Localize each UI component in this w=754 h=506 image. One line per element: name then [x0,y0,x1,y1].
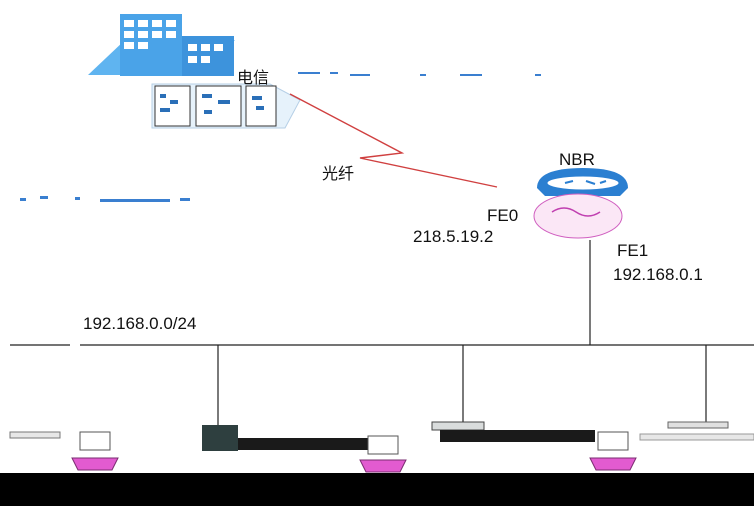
building-icon [88,14,301,129]
fe1-ip: 192.168.0.1 [613,265,703,284]
bottom-black-band [0,473,754,506]
lan-drops [217,345,707,425]
fe0-ip: 218.5.19.2 [413,227,494,246]
router-icon [533,168,628,239]
router-name: NBR [559,150,595,169]
fiber-link [289,93,498,188]
decorative-dashes [20,72,541,202]
isp-label: 电信 [237,68,270,87]
switch-icon [9,421,754,451]
fe1-name: FE1 [617,241,649,260]
computer-icon [71,431,637,473]
fiber-label: 光纤 [322,164,355,183]
fe0-name: FE0 [487,206,519,225]
lan-subnet: 192.168.0.0/24 [83,314,197,333]
